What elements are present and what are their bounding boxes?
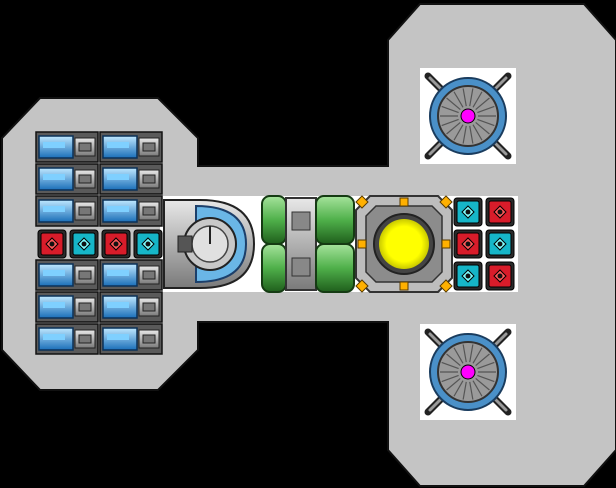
red-module[interactable]: [453, 229, 483, 259]
module-row-left: [37, 229, 163, 259]
cyan-module[interactable]: [69, 229, 99, 259]
thruster-core: [460, 108, 476, 124]
battery-cell[interactable]: [99, 291, 163, 323]
red-module[interactable]: [485, 197, 515, 227]
battery-cell[interactable]: [35, 163, 99, 195]
red-module[interactable]: [101, 229, 131, 259]
cyan-module[interactable]: [133, 229, 163, 259]
battery-cell[interactable]: [35, 131, 99, 163]
engine-block[interactable]: [261, 195, 355, 293]
red-module[interactable]: [37, 229, 67, 259]
battery-cell[interactable]: [35, 323, 99, 355]
thruster-top[interactable]: [424, 72, 512, 160]
battery-cell[interactable]: [99, 259, 163, 291]
cyan-module[interactable]: [453, 261, 483, 291]
cyan-module[interactable]: [485, 229, 515, 259]
battery-cell[interactable]: [35, 259, 99, 291]
reactor-core: [379, 219, 429, 269]
battery-cell[interactable]: [35, 195, 99, 227]
thruster-core: [460, 364, 476, 380]
module-grid-right: [453, 197, 515, 291]
battery-cell[interactable]: [99, 131, 163, 163]
battery-bank: [35, 131, 163, 355]
cockpit[interactable]: [163, 199, 256, 289]
battery-cell[interactable]: [35, 291, 99, 323]
reactor[interactable]: [355, 195, 453, 293]
battery-cell[interactable]: [99, 195, 163, 227]
thruster-bottom[interactable]: [424, 328, 512, 416]
cyan-module[interactable]: [453, 197, 483, 227]
reactor-brackets: [355, 195, 453, 293]
battery-cell[interactable]: [99, 163, 163, 195]
battery-cell[interactable]: [99, 323, 163, 355]
red-module[interactable]: [485, 261, 515, 291]
